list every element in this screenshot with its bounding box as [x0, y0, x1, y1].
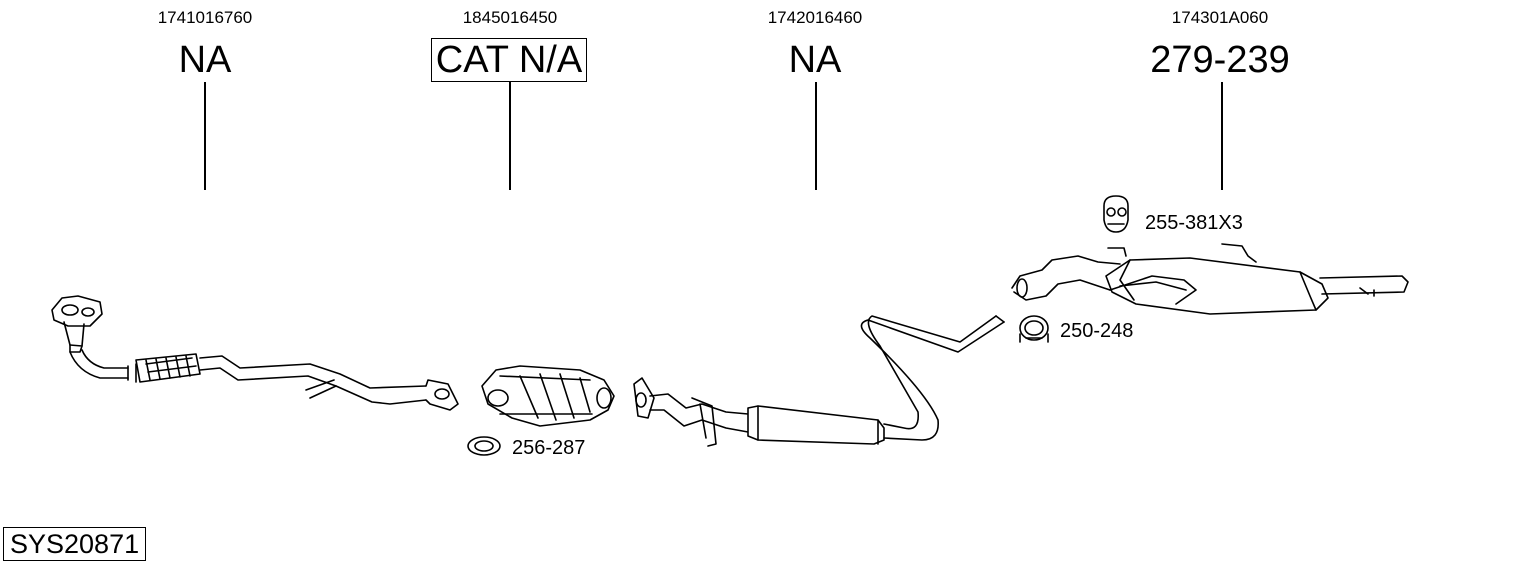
leader-line-center-silencer: [815, 82, 817, 190]
rubber-hanger-icon: [1103, 195, 1129, 233]
leader-line-front-pipe: [204, 82, 206, 190]
leader-line-catalytic-converter: [509, 82, 511, 190]
accessory-code-clamp[interactable]: 250-248: [1060, 320, 1134, 342]
part-code-rear-silencer[interactable]: 279-239: [1150, 39, 1290, 81]
pipe-clamp-icon: [1019, 315, 1049, 343]
gasket-ring-icon: [467, 436, 501, 456]
center-silencer-drawing[interactable]: [633, 315, 1005, 447]
part-code-front-pipe[interactable]: NA: [178, 39, 232, 81]
oe-number-rear-silencer: 174301A060: [1171, 8, 1269, 27]
part-code-catalytic-converter[interactable]: CAT N/A: [379, 38, 639, 82]
leader-line-rear-silencer: [1221, 82, 1223, 190]
catalytic-converter-drawing[interactable]: [481, 365, 615, 427]
oe-number-front-pipe: 1741016760: [157, 8, 253, 27]
oe-number-catalytic-converter: 1845016450: [462, 8, 558, 27]
rear-silencer-drawing[interactable]: [1011, 243, 1409, 315]
accessory-code-hanger[interactable]: 255-381X3: [1145, 212, 1243, 234]
part-code-center-silencer[interactable]: NA: [788, 39, 842, 81]
front-pipe-drawing[interactable]: [51, 295, 459, 411]
accessory-code-gasket[interactable]: 256-287: [512, 437, 586, 459]
system-id-label: SYS20871: [3, 527, 147, 561]
oe-number-center-silencer: 1742016460: [767, 8, 863, 27]
